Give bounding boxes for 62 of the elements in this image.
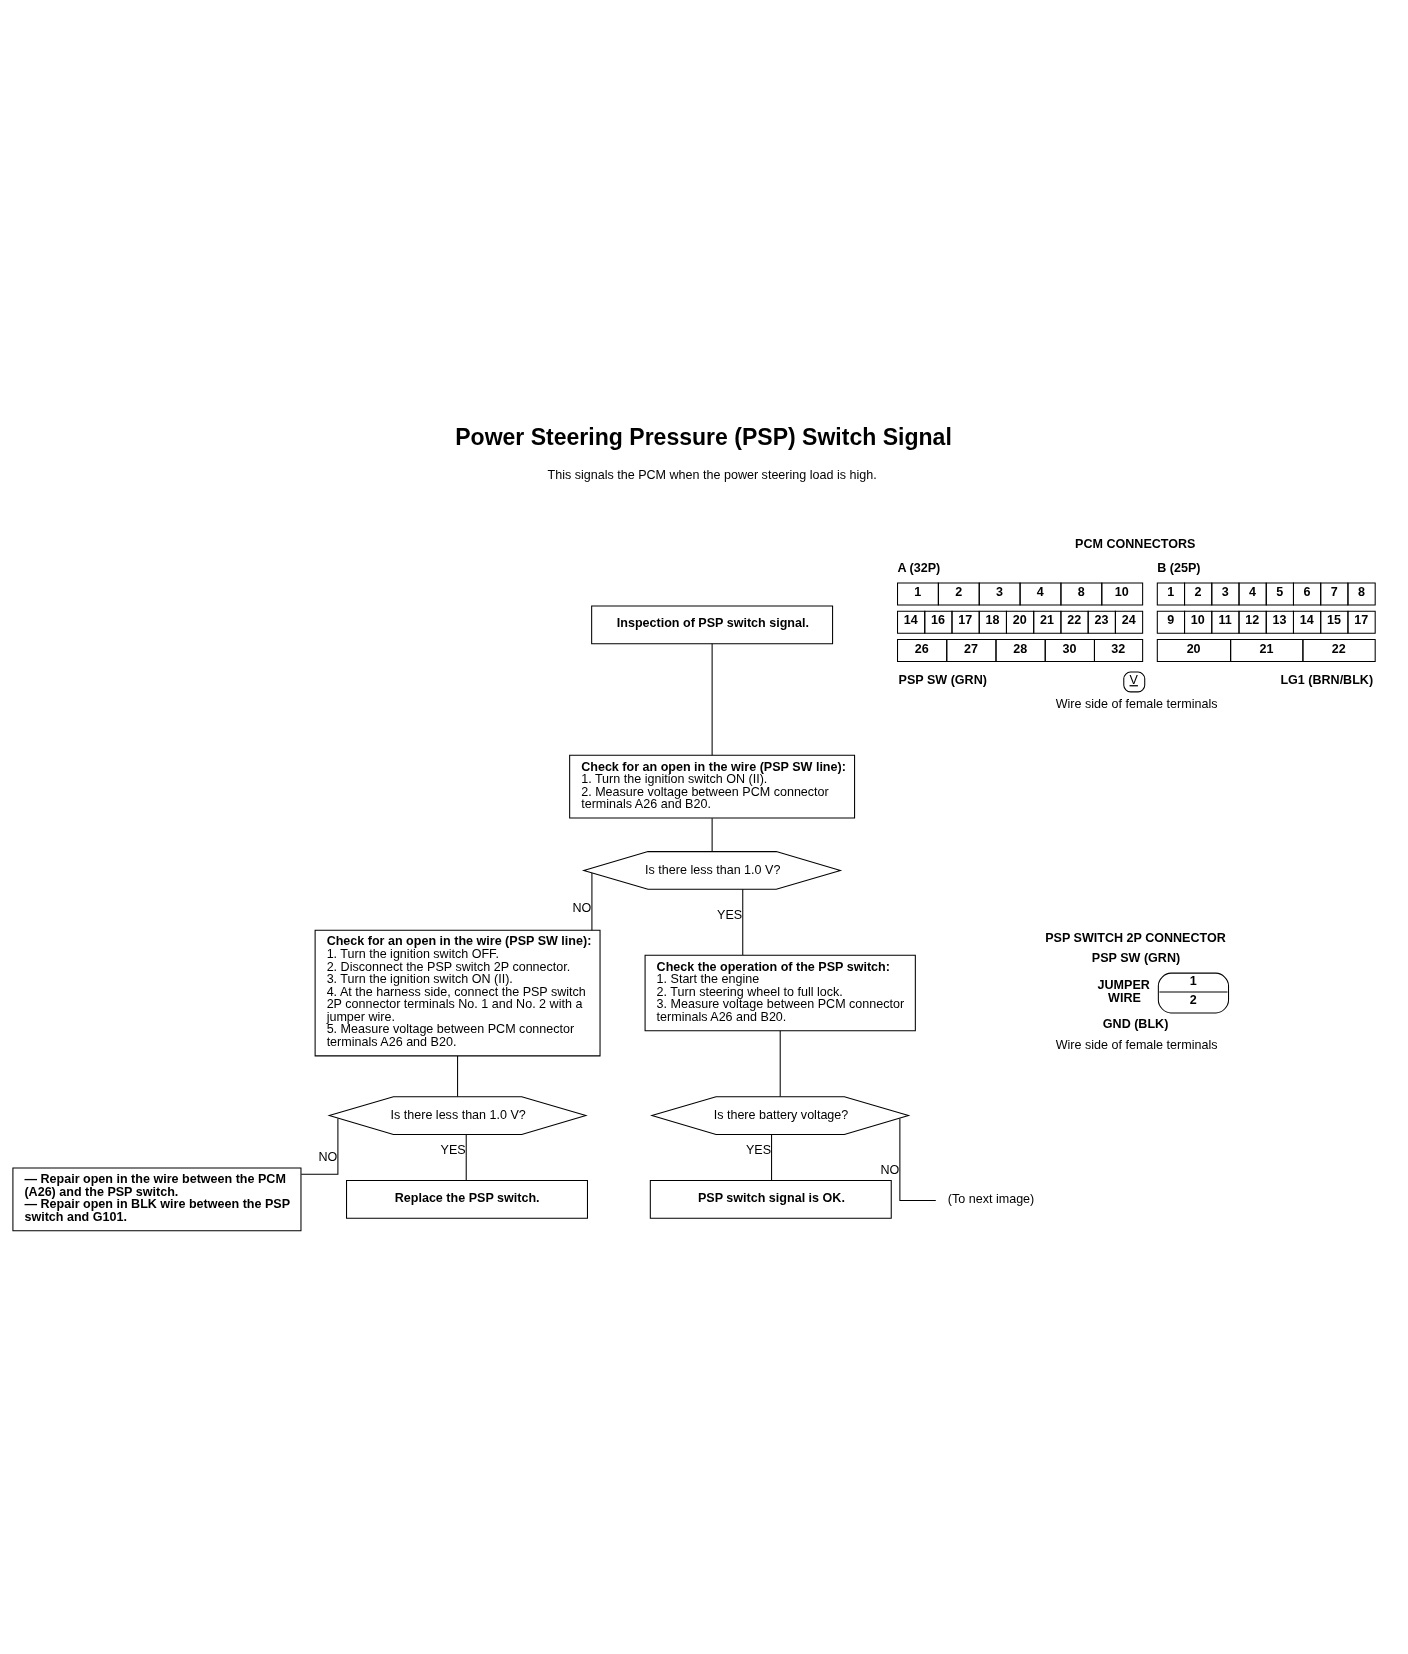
label: 3 xyxy=(995,585,1003,600)
label: 30 xyxy=(1062,641,1077,656)
label: 6 xyxy=(1303,585,1311,600)
label: 10 xyxy=(1114,585,1129,600)
label: 14 xyxy=(903,613,918,628)
edge-label: NO xyxy=(572,900,592,915)
label: 18 xyxy=(985,613,1000,628)
label: 2 xyxy=(1194,585,1202,600)
label: 13 xyxy=(1272,613,1287,628)
label: PSP SW (GRN) xyxy=(1091,951,1181,966)
label: 32 xyxy=(1111,641,1126,656)
label: JUMPER WIRE xyxy=(1097,978,1150,1006)
diagram-title: Power Steering Pressure (PSP) Switch Signal xyxy=(455,423,952,450)
label: 4 xyxy=(1036,585,1044,600)
label: 1 xyxy=(1167,585,1175,600)
label: 7 xyxy=(1330,585,1338,600)
label: GND (BLK) xyxy=(1102,1017,1169,1032)
label: 10 xyxy=(1190,613,1205,628)
label: 8 xyxy=(1357,585,1365,600)
label: 22 xyxy=(1331,641,1346,656)
edge-label: NO xyxy=(318,1150,338,1165)
label: 2 xyxy=(1189,993,1197,1008)
edge-label: NO xyxy=(880,1162,900,1177)
label: 26 xyxy=(914,641,929,656)
label: 27 xyxy=(964,641,979,656)
label: 17 xyxy=(958,613,973,628)
label: 16 xyxy=(931,613,946,628)
node-text: (To next image) xyxy=(947,1191,1035,1206)
label: 1 xyxy=(914,585,922,600)
label: 9 xyxy=(1167,613,1175,628)
edge-label: YES xyxy=(717,907,743,922)
label: 1 xyxy=(1189,974,1197,989)
label: LG1 (BRN/BLK) xyxy=(1280,673,1374,688)
label: 20 xyxy=(1186,641,1201,656)
label: PSP SWITCH 2P CONNECTOR xyxy=(1045,931,1226,946)
label: 21 xyxy=(1259,641,1274,656)
label: 22 xyxy=(1067,613,1082,628)
label: PCM CONNECTORS xyxy=(1075,536,1196,551)
label: 12 xyxy=(1245,613,1260,628)
label: 5 xyxy=(1276,585,1284,600)
label: Wire side of female terminals xyxy=(1055,1038,1218,1053)
label: 21 xyxy=(1039,613,1054,628)
label: 17 xyxy=(1354,613,1369,628)
label: 28 xyxy=(1013,641,1028,656)
edge-label: YES xyxy=(745,1142,772,1157)
label: 4 xyxy=(1248,585,1256,600)
label: PSP SW (GRN) xyxy=(898,673,987,688)
edge-label: YES xyxy=(440,1142,466,1157)
label: 24 xyxy=(1121,613,1136,628)
label: A (32P) xyxy=(897,561,941,576)
label: 20 xyxy=(1012,613,1027,628)
label: 15 xyxy=(1327,613,1341,628)
label: 2 xyxy=(955,585,963,600)
label: V xyxy=(1129,673,1138,688)
label: 14 xyxy=(1299,613,1314,628)
label: B (25P) xyxy=(1157,561,1201,576)
label: 8 xyxy=(1077,585,1085,600)
label: 3 xyxy=(1221,585,1229,600)
label: Wire side of female terminals xyxy=(1055,697,1218,712)
label: 11 xyxy=(1218,613,1232,628)
label: 23 xyxy=(1094,613,1109,628)
label: This signals the PCM when the power steering load is high. xyxy=(547,467,877,482)
